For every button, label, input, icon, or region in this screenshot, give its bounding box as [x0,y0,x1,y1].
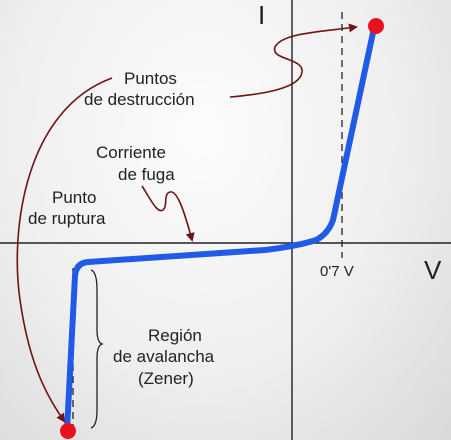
avalanche-label-line3: (Zener) [138,369,194,388]
avalanche-label-line2: de avalancha [113,347,215,366]
breakdown-label-line1: Punto [52,188,96,207]
iv-curve [64,25,377,433]
leakage-label-line2: de fuga [118,165,175,184]
leakage-arrow [141,185,195,242]
y-axis-label: I [258,0,265,30]
avalanche-label-line1: Región [148,326,202,345]
destruction-arrow-reverse [16,77,113,423]
destruction-label-line1: Puntos [124,69,177,88]
destruction-label-line2: de destrucción [84,90,195,109]
avalanche-brace [90,269,104,429]
destruction-point-forward [368,18,384,34]
breakdown-label-line2: de ruptura [28,209,106,228]
leakage-label-line1: Corriente [96,143,166,162]
destruction-arrow-forward [229,23,358,98]
x-axis-label: V [424,255,442,285]
threshold-tick-label: 0'7 V [320,263,354,280]
destruction-point-reverse [60,423,76,439]
